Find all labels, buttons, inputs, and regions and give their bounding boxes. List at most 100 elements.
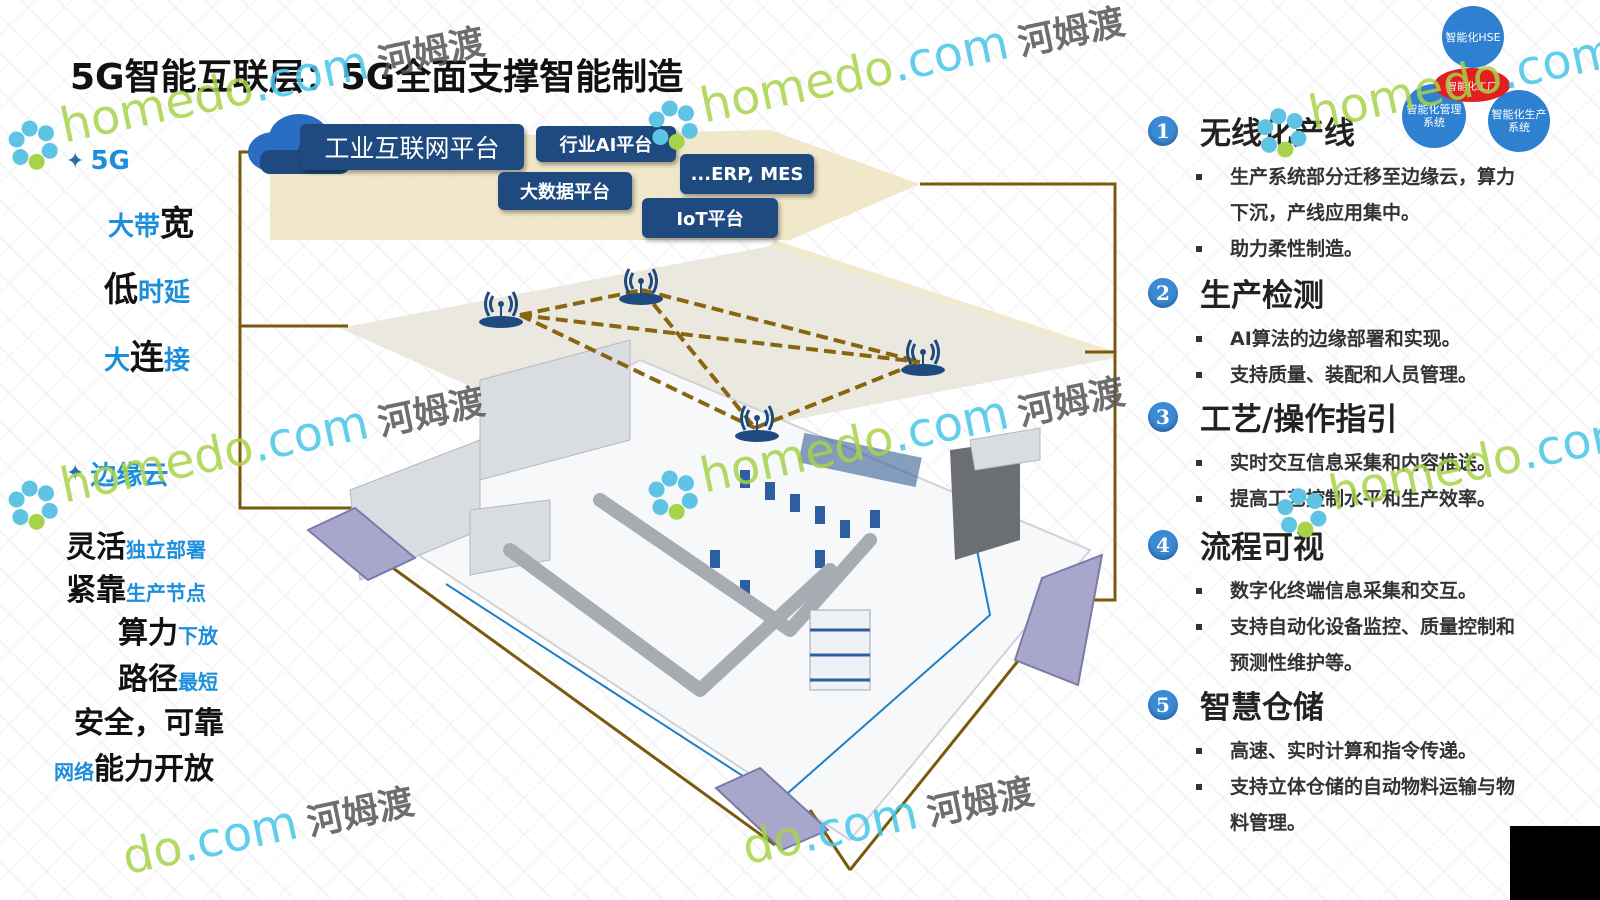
feature-text: 时延 bbox=[138, 278, 191, 308]
feature-text: 算力 bbox=[118, 616, 178, 651]
square-bullet-icon bbox=[1196, 174, 1202, 180]
5g-antenna-icon bbox=[478, 288, 524, 330]
bullet-text: 高速、实时计算和指令传递。 bbox=[1230, 740, 1478, 762]
feature-line: 路径最短 bbox=[118, 654, 218, 698]
frame-line-right bbox=[920, 182, 1117, 602]
use-case-heading: 3 工艺/操作指引 bbox=[1148, 394, 1530, 439]
bullet-text: 提高工艺控制水平和生产效率。 bbox=[1230, 488, 1497, 510]
flower-logo-icon bbox=[1, 473, 65, 537]
square-bullet-icon bbox=[1196, 336, 1202, 342]
assembly-line bbox=[503, 543, 837, 697]
feature-text: 最短 bbox=[178, 670, 218, 694]
feature-line: 安全，可靠 bbox=[74, 698, 224, 742]
square-bullet-icon bbox=[1196, 372, 1202, 378]
cycle-node-production: 智能化生产系统 bbox=[1488, 90, 1550, 152]
feature-text: 连 bbox=[130, 338, 165, 378]
bullet-item: 实时交互信息采集和内容推送。 bbox=[1196, 445, 1530, 481]
four-point-star-icon: ✦ bbox=[66, 461, 85, 486]
square-bullet-icon bbox=[1196, 496, 1202, 502]
5g-antenna-icon bbox=[734, 402, 780, 444]
storage-racks bbox=[710, 432, 922, 598]
number-badge-icon: 3 bbox=[1148, 401, 1178, 432]
platform-industry-ai: 行业AI平台 bbox=[536, 126, 676, 162]
floor-boundary-line bbox=[445, 514, 992, 802]
bullet-text: 数字化终端信息采集和交互。 bbox=[1230, 580, 1478, 602]
5g-links bbox=[519, 288, 921, 430]
square-bullet-icon bbox=[1196, 588, 1202, 594]
square-bullet-icon bbox=[1196, 748, 1202, 754]
feature-text: 灵活 bbox=[66, 530, 126, 565]
bullet-item: 支持质量、装配和人员管理。 bbox=[1196, 357, 1530, 393]
edge-cloud-node-2 bbox=[1013, 553, 1104, 687]
feature-text: 宽 bbox=[160, 204, 195, 244]
feature-line: 紧靠生产节点 bbox=[66, 565, 206, 609]
bullet-item: AI算法的边缘部署和实现。 bbox=[1196, 321, 1530, 357]
feature-line: 大连接 bbox=[104, 330, 190, 379]
bullet-text: 助力柔性制造。 bbox=[1230, 238, 1364, 260]
square-bullet-icon bbox=[1196, 460, 1202, 466]
feature-text: 路径 bbox=[118, 662, 178, 697]
feature-line: 灵活独立部署 bbox=[66, 522, 206, 566]
feature-text: 网络 bbox=[54, 760, 94, 784]
cycle-center-factory: 智能化工厂 bbox=[1434, 68, 1510, 102]
square-bullet-icon bbox=[1196, 246, 1202, 252]
feature-line: 大带宽 bbox=[108, 196, 194, 245]
section-5g-label: 5G bbox=[90, 146, 130, 176]
feature-text: 大 bbox=[104, 346, 131, 376]
bullet-text: 支持立体仓储的自动物料运输与物料管理。 bbox=[1230, 776, 1516, 834]
corner-badge bbox=[1510, 826, 1600, 900]
feature-text: 生产节点 bbox=[126, 581, 206, 605]
use-case-title: 生产检测 bbox=[1200, 278, 1324, 314]
bullet-item: 提高工艺控制水平和生产效率。 bbox=[1196, 481, 1530, 517]
bullet-text: 生产系统部分迁移至边缘云，算力下沉，产线应用集中。 bbox=[1230, 166, 1516, 224]
feature-text: 安全，可靠 bbox=[74, 706, 224, 741]
bullet-item: 助力柔性制造。 bbox=[1196, 231, 1530, 267]
use-case-item: 2 生产检测 AI算法的边缘部署和实现。支持质量、装配和人员管理。 bbox=[1148, 270, 1530, 393]
feature-text: 大带 bbox=[108, 212, 161, 242]
use-case-title: 无线化产线 bbox=[1200, 116, 1355, 152]
control-room bbox=[950, 440, 1020, 560]
factory-network-diagram: 工业互联网平台 行业AI平台 ...ERP, MES 大数据平台 IoT平台 bbox=[230, 110, 1130, 900]
cycle-node-hse: 智能化HSE bbox=[1442, 6, 1504, 68]
bullet-text: AI算法的边缘部署和实现。 bbox=[1230, 328, 1461, 350]
platform-big-data: 大数据平台 bbox=[498, 172, 632, 210]
use-case-item: 3 工艺/操作指引实时交互信息采集和内容推送。提高工艺控制水平和生产效率。 bbox=[1148, 394, 1530, 517]
use-case-title: 工艺/操作指引 bbox=[1200, 402, 1398, 438]
flower-logo-icon bbox=[1, 113, 65, 177]
5g-antenna-icon bbox=[618, 265, 664, 307]
bullet-item: 数字化终端信息采集和交互。 bbox=[1196, 573, 1530, 609]
feature-text: 下放 bbox=[178, 624, 218, 648]
four-point-star-icon: ✦ bbox=[66, 148, 85, 174]
bullet-text: 支持自动化设备监控、质量控制和预测性维护等。 bbox=[1230, 616, 1516, 674]
bullet-item: 高速、实时计算和指令传递。 bbox=[1196, 733, 1530, 769]
platform-industrial-internet: 工业互联网平台 bbox=[300, 124, 524, 170]
bullet-item: 支持自动化设备监控、质量控制和预测性维护等。 bbox=[1196, 609, 1530, 681]
edge-cloud-node-1 bbox=[306, 506, 417, 582]
number-badge-icon: 1 bbox=[1148, 115, 1178, 146]
slide-title: 5G智能互联层：5G全面支撑智能制造 bbox=[70, 57, 684, 98]
bullet-item: 支持立体仓储的自动物料运输与物料管理。 bbox=[1196, 769, 1530, 841]
section-edge-heading: ✦ 边缘云 bbox=[66, 455, 168, 492]
smart-factory-cycle-graphic: 智能化HSE 智能化管理系统 智能化生产系统 智能化工厂 bbox=[1402, 4, 1600, 154]
feature-text: 能力开放 bbox=[94, 752, 214, 787]
platform-erp-mes: ...ERP, MES bbox=[680, 154, 814, 194]
feature-text: 接 bbox=[164, 346, 191, 376]
use-case-title: 智慧仓储 bbox=[1200, 690, 1324, 726]
section-5g-heading: ✦ 5G bbox=[66, 146, 130, 176]
use-case-title: 流程可视 bbox=[1200, 530, 1324, 566]
number-badge-icon: 2 bbox=[1148, 277, 1178, 308]
use-case-heading: 2 生产检测 bbox=[1148, 270, 1530, 315]
edge-cloud-node-3 bbox=[714, 766, 830, 852]
square-bullet-icon bbox=[1196, 624, 1202, 630]
feature-text: 紧靠 bbox=[66, 573, 126, 608]
5g-antenna-icon bbox=[900, 336, 946, 378]
shelving-units bbox=[809, 609, 871, 691]
bullet-text: 实时交互信息采集和内容推送。 bbox=[1230, 452, 1497, 474]
square-bullet-icon bbox=[1196, 784, 1202, 790]
conveyor-line bbox=[593, 493, 877, 637]
feature-text: 独立部署 bbox=[126, 538, 206, 562]
feature-line: 算力下放 bbox=[118, 608, 218, 652]
